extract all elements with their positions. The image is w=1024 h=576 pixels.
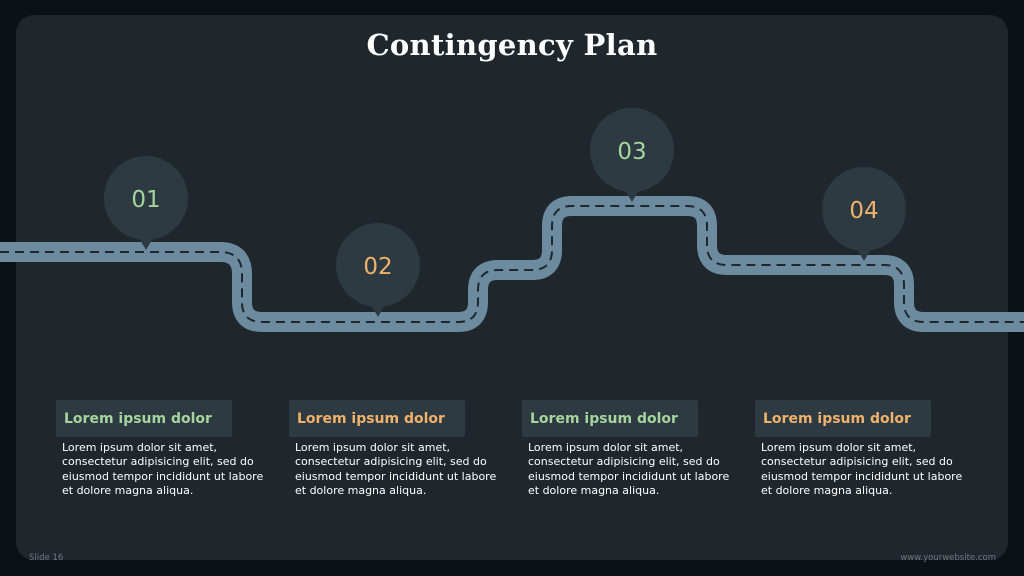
slide-panel: [16, 15, 1008, 560]
road-center-line: [0, 205, 1024, 323]
step-heading-04: Lorem ipsum dolor: [763, 411, 911, 427]
step-description-03: Lorem ipsum dolor sit amet, consectetur …: [528, 441, 730, 497]
milestone-pin-04: 04: [822, 167, 906, 261]
step-heading-03: Lorem ipsum dolor: [530, 411, 678, 427]
slide-title: Contingency Plan: [366, 28, 658, 62]
step-heading-box-01: Lorem ipsum dolor: [56, 400, 232, 437]
step-heading-01: Lorem ipsum dolor: [64, 411, 212, 427]
milestone-number-02: 02: [363, 254, 392, 280]
milestone-pin-03: 03: [590, 108, 674, 202]
milestone-number-03: 03: [617, 139, 646, 165]
slide-number: Slide 16: [29, 553, 64, 563]
step-description-02: Lorem ipsum dolor sit amet, consectetur …: [295, 441, 497, 497]
step-heading-box-03: Lorem ipsum dolor: [522, 400, 698, 437]
step-heading-box-02: Lorem ipsum dolor: [289, 400, 465, 437]
milestone-pin-01: 01: [104, 156, 188, 250]
website-url: www.yourwebsite.com: [900, 553, 996, 563]
step-heading-box-04: Lorem ipsum dolor: [755, 400, 931, 437]
step-heading-02: Lorem ipsum dolor: [297, 411, 445, 427]
milestone-pin-02: 02: [336, 223, 420, 317]
milestone-number-01: 01: [131, 187, 160, 213]
step-description-04: Lorem ipsum dolor sit amet, consectetur …: [761, 441, 963, 497]
step-description-01: Lorem ipsum dolor sit amet, consectetur …: [62, 441, 264, 497]
milestone-number-04: 04: [849, 198, 878, 224]
